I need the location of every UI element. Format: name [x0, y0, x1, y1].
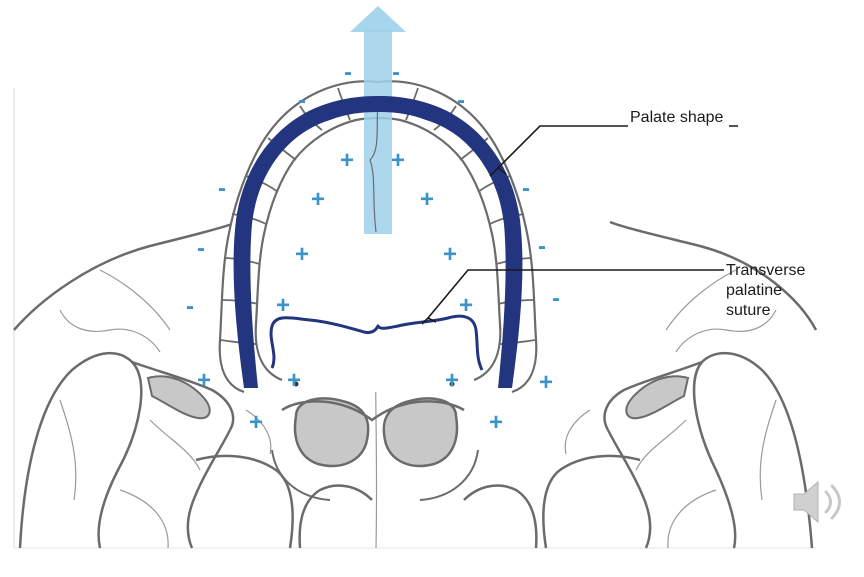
suture-label-line-2: palatine — [726, 282, 783, 299]
suture-label-line-3: suture — [726, 302, 771, 319]
midpalatal-suture — [369, 99, 379, 233]
minus-sign: - — [197, 235, 205, 262]
plus-sign: + — [276, 292, 290, 319]
skull-outline — [13, 220, 818, 549]
plus-sign: + — [287, 367, 301, 394]
plus-sign: + — [489, 409, 503, 436]
plus-sign: + — [295, 241, 309, 268]
minus-sign: - — [298, 87, 306, 114]
minus-sign: - — [522, 175, 530, 202]
transverse-palatine-suture — [269, 314, 484, 371]
minus-sign: - — [392, 59, 400, 86]
zygomatic-bones — [146, 375, 690, 420]
plus-sign: + — [340, 147, 354, 174]
foramen-dot-right — [449, 381, 455, 387]
minus-sign: - — [552, 285, 560, 312]
speaker-icon[interactable] — [790, 476, 846, 528]
plus-sign: + — [443, 241, 457, 268]
plus-sign: + — [445, 367, 459, 394]
foramen-dot-left — [293, 381, 299, 387]
dental-arch — [218, 80, 538, 394]
plus-sign: + — [249, 409, 263, 436]
choanae — [271, 397, 479, 501]
plus-sign: + — [459, 292, 473, 319]
plus-sign: + — [539, 369, 553, 396]
plus-sign: + — [420, 186, 434, 213]
minus-sign: - — [186, 293, 194, 320]
suture-label-line-1: Transverse — [726, 262, 806, 279]
plus-sign: + — [311, 186, 325, 213]
minus-sign: - — [218, 175, 226, 202]
minus-sign: - — [457, 87, 465, 114]
plus-sign: + — [391, 147, 405, 174]
minus-sign: - — [344, 59, 352, 86]
minus-sign: - — [538, 233, 546, 260]
plus-sign: + — [197, 367, 211, 394]
up-arrow-icon — [350, 6, 406, 234]
transverse-palatine-suture-label: Transverse palatine suture — [726, 261, 836, 321]
pressure-signs: ++++++++++++++---------- — [186, 59, 560, 436]
palate-shape-label: Palate shape — [628, 108, 730, 128]
